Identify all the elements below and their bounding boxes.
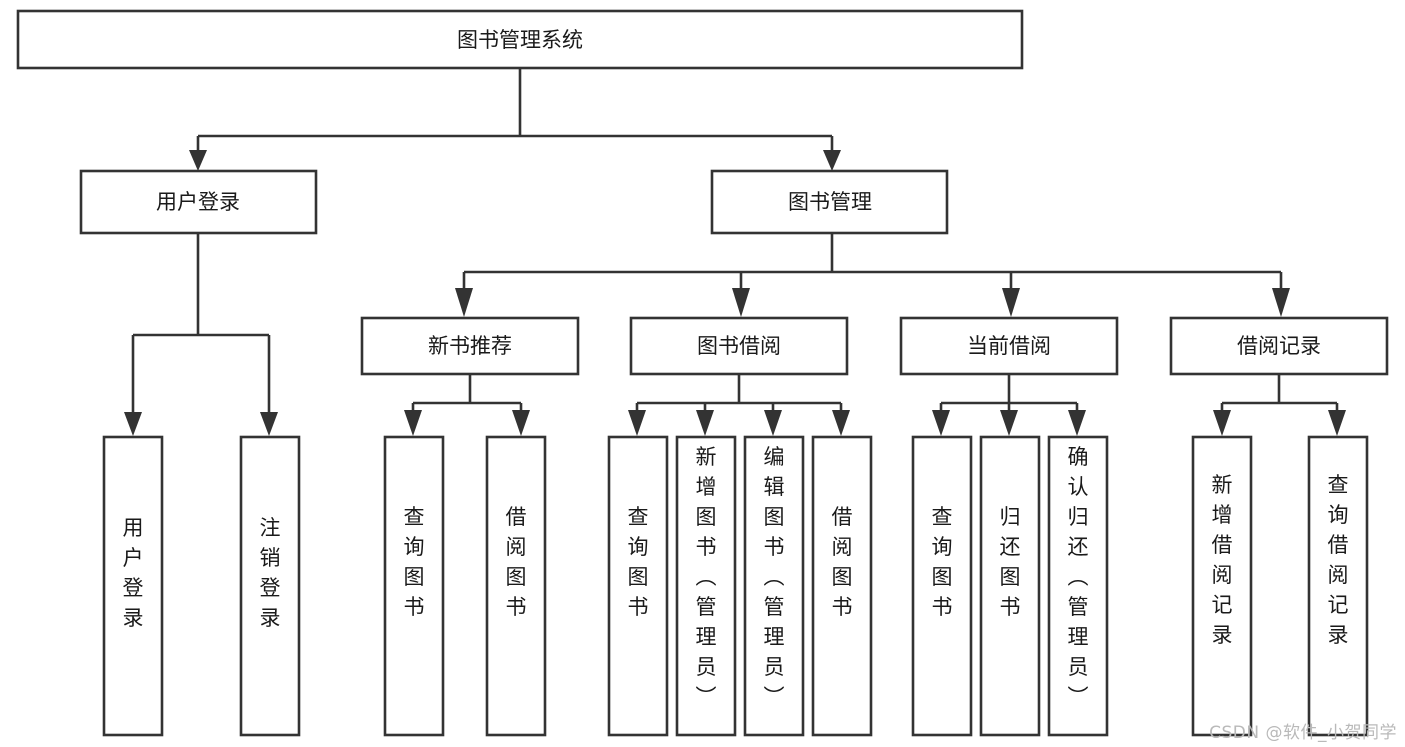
- connector-group: [124, 69, 1346, 436]
- leaf-book-borrow-1[interactable]: 查询图书: [607, 435, 669, 737]
- leaf-current-borrow-2-label: 归还图书: [1000, 505, 1021, 619]
- leaf-borrow-record-2[interactable]: 查询借阅记录: [1307, 435, 1369, 737]
- leaf-current-borrow-1[interactable]: 查询图书: [911, 435, 973, 737]
- leaf-borrow-record-2-label: 查询借阅记录: [1328, 473, 1349, 647]
- leaf-user-login-1[interactable]: 用户登录: [102, 435, 164, 737]
- arrow-icon-borrowrecord-leaf-1: [1213, 410, 1231, 436]
- leaf-borrow-record-1-label: 新增借阅记录: [1212, 473, 1233, 647]
- node-root-label: 图书管理系统: [457, 28, 583, 52]
- node-root[interactable]: 图书管理系统: [16, 9, 1024, 70]
- arrow-icon-to-current-borrow: [1002, 288, 1020, 317]
- arrow-icon-to-book-borrow: [732, 288, 750, 317]
- arrow-icon-newbook-leaf-1: [404, 410, 422, 436]
- arrow-icon-bookborrow-leaf-1: [628, 410, 646, 436]
- leaf-user-login-1-label: 用户登录: [123, 516, 144, 630]
- leaf-book-borrow-1-label: 查询图书: [628, 505, 649, 619]
- node-book-management[interactable]: 图书管理: [710, 169, 949, 235]
- arrow-icon-borrowrecord-leaf-2: [1328, 410, 1346, 436]
- node-borrow-record[interactable]: 借阅记录: [1169, 316, 1389, 376]
- node-borrow-record-label: 借阅记录: [1237, 334, 1321, 358]
- leaf-new-book-1-label: 查询图书: [404, 505, 425, 619]
- arrow-icon-to-borrow-record: [1272, 288, 1290, 317]
- csdn-watermark: CSDN @软件_小贺同学: [1209, 723, 1397, 743]
- arrow-icon-bookborrow-leaf-4: [832, 410, 850, 436]
- node-book-borrow-label: 图书借阅: [697, 334, 781, 358]
- leaf-book-borrow-3-label: 编辑图书︵管理员︶: [764, 445, 785, 709]
- leaf-book-borrow-4-label: 借阅图书: [832, 505, 853, 619]
- arrow-icon-to-new-book: [455, 288, 473, 317]
- leaf-current-borrow-1-label: 查询图书: [932, 505, 953, 619]
- leaf-book-borrow-3[interactable]: 编辑图书︵管理员︶: [743, 435, 805, 737]
- leaf-new-book-2-label: 借阅图书: [506, 505, 527, 619]
- leaf-current-borrow-2[interactable]: 归还图书: [979, 435, 1041, 737]
- arrow-icon-to-user-login: [189, 150, 207, 171]
- leaf-borrow-record-1[interactable]: 新增借阅记录: [1191, 435, 1253, 737]
- arrow-icon-userlogin-leaf-2: [260, 412, 278, 436]
- leaf-new-book-1[interactable]: 查询图书: [383, 435, 445, 737]
- arrow-icon-userlogin-leaf-1: [124, 412, 142, 436]
- arrow-icon-bookborrow-leaf-2: [696, 410, 714, 436]
- node-book-management-label: 图书管理: [788, 190, 872, 214]
- leaf-user-login-2-label: 注销登录: [260, 516, 281, 630]
- node-new-book-recommend[interactable]: 新书推荐: [360, 316, 580, 376]
- leaf-current-borrow-3-label: 确认归还︵管理员︶: [1068, 445, 1089, 709]
- leaf-book-borrow-4[interactable]: 借阅图书: [811, 435, 873, 737]
- node-user-login[interactable]: 用户登录: [79, 169, 318, 235]
- arrow-icon-to-book-mgmt: [823, 150, 841, 171]
- arrow-icon-newbook-leaf-2: [512, 410, 530, 436]
- node-current-borrow[interactable]: 当前借阅: [899, 316, 1119, 376]
- leaf-user-login-2[interactable]: 注销登录: [239, 435, 301, 737]
- leaf-new-book-2[interactable]: 借阅图书: [485, 435, 547, 737]
- arrow-icon-currentborrow-leaf-2: [1000, 410, 1018, 436]
- node-current-borrow-label: 当前借阅: [967, 334, 1051, 358]
- leaf-book-borrow-2[interactable]: 新增图书︵管理员︶: [675, 435, 737, 737]
- leaf-book-borrow-2-label: 新增图书︵管理员︶: [696, 445, 717, 709]
- arrow-icon-currentborrow-leaf-3: [1068, 410, 1086, 436]
- node-user-login-label: 用户登录: [156, 190, 240, 214]
- arrow-icon-currentborrow-leaf-1: [932, 410, 950, 436]
- arrow-icon-bookborrow-leaf-3: [764, 410, 782, 436]
- leaf-current-borrow-3[interactable]: 确认归还︵管理员︶: [1047, 435, 1109, 737]
- node-new-book-recommend-label: 新书推荐: [428, 334, 512, 358]
- node-book-borrow[interactable]: 图书借阅: [629, 316, 849, 376]
